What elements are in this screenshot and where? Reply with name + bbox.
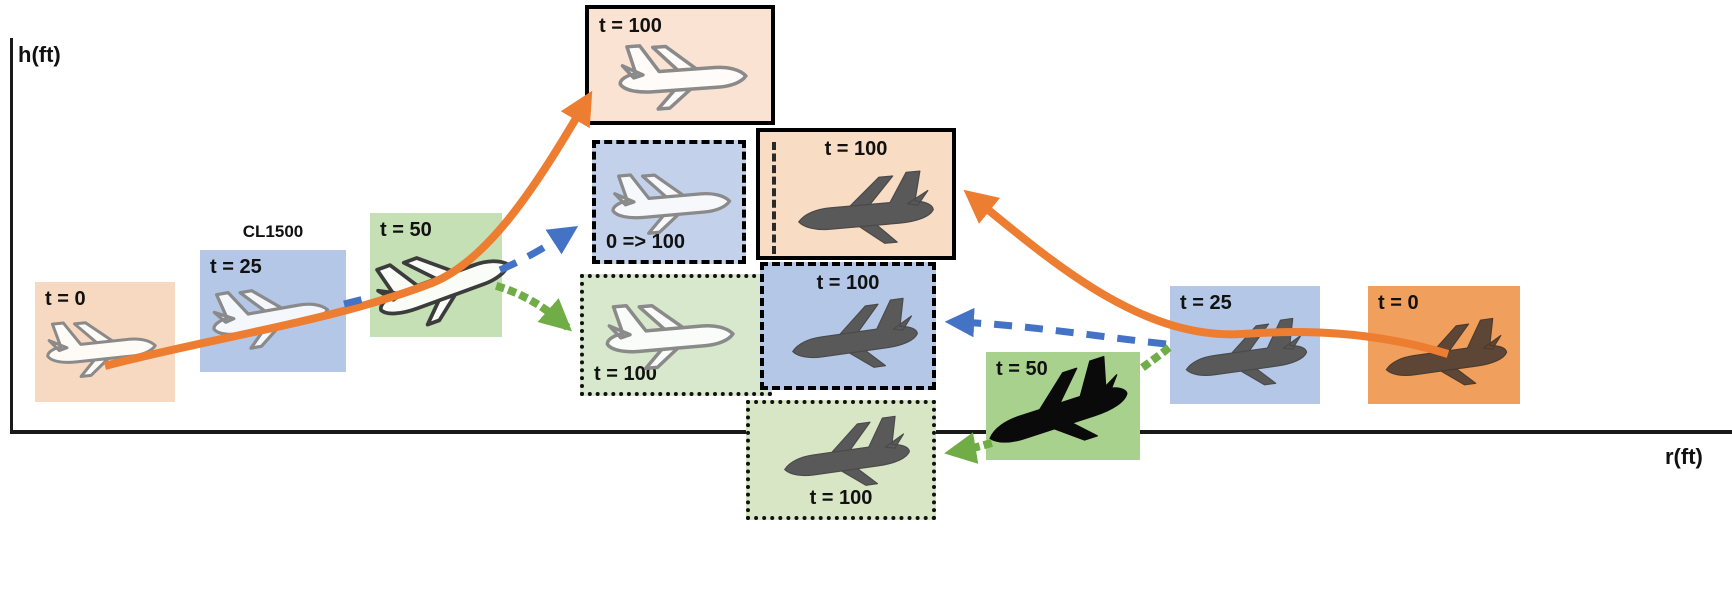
right-aircraft-t50-plane-icon <box>974 351 1139 470</box>
r-axis-label: r(ft) <box>1665 444 1703 469</box>
left-trajectory-dashed-segment <box>343 295 365 308</box>
left-aircraft-t50-box: t = 50 <box>365 213 520 340</box>
left-prediction-dotted-box: t = 100 <box>580 274 772 396</box>
right-aircraft-t0-label: t = 0 <box>1378 292 1419 314</box>
left-aircraft-callsign: CL1500 <box>242 222 304 241</box>
h-axis-label: h(ft) <box>18 42 61 67</box>
right-aircraft-t0-plane-icon <box>1379 315 1512 398</box>
right-prediction-dotted-box: t = 100 <box>746 400 936 520</box>
right-aircraft-t25-plane-icon <box>1179 315 1312 398</box>
left-trajectory-nominal-arrow <box>103 90 593 370</box>
right-prediction-nominal-box: t = 100 <box>756 128 956 260</box>
right-prediction-nominal-plane-icon <box>793 168 938 253</box>
right-aircraft-t25-box: t = 25 <box>1170 286 1320 404</box>
left-aircraft-t25-plane-icon <box>206 274 334 356</box>
right-prediction-dashed-label: t = 100 <box>816 272 880 294</box>
left-prediction-nominal-box: t = 100 <box>585 5 775 125</box>
right-aircraft-t25-label: t = 25 <box>1180 292 1232 314</box>
left-aircraft-t0-box: t = 0 <box>35 282 175 402</box>
overlap-dashed-edge <box>772 142 776 254</box>
h-axis-line <box>10 38 13 432</box>
left-aircraft-t0-plane-icon <box>42 312 160 382</box>
right-prediction-dashed-plane-icon <box>785 295 923 380</box>
right-aircraft-t50-box: t = 50 <box>974 351 1140 470</box>
left-aircraft-t25-box: t = 25 <box>200 250 346 372</box>
right-trajectory-dashed-arrow <box>944 307 1167 348</box>
right-prediction-nominal-label: t = 100 <box>824 138 888 160</box>
left-prediction-dotted-plane-icon <box>602 294 738 374</box>
right-aircraft-t50-label: t = 50 <box>996 358 1048 380</box>
right-prediction-dotted-label: t = 100 <box>809 487 873 509</box>
left-aircraft-t25-label: t = 25 <box>210 256 262 278</box>
left-aircraft-t0-label: t = 0 <box>45 288 86 310</box>
right-aircraft-t0-box: t = 0 <box>1368 286 1520 404</box>
left-prediction-dashed-label: 0 => 100 <box>606 231 685 253</box>
left-prediction-dashed-plane-icon <box>608 164 734 238</box>
left-prediction-dashed-box: 0 => 100 <box>592 140 746 264</box>
right-trajectory-dotted-segment <box>1136 344 1172 374</box>
right-prediction-dashed-box: t = 100 <box>760 262 936 390</box>
left-prediction-nominal-label: t = 100 <box>599 15 662 37</box>
left-prediction-nominal-plane-icon <box>615 36 750 114</box>
left-aircraft-t50-label: t = 50 <box>380 219 432 241</box>
left-prediction-dotted-label: t = 100 <box>594 363 657 385</box>
